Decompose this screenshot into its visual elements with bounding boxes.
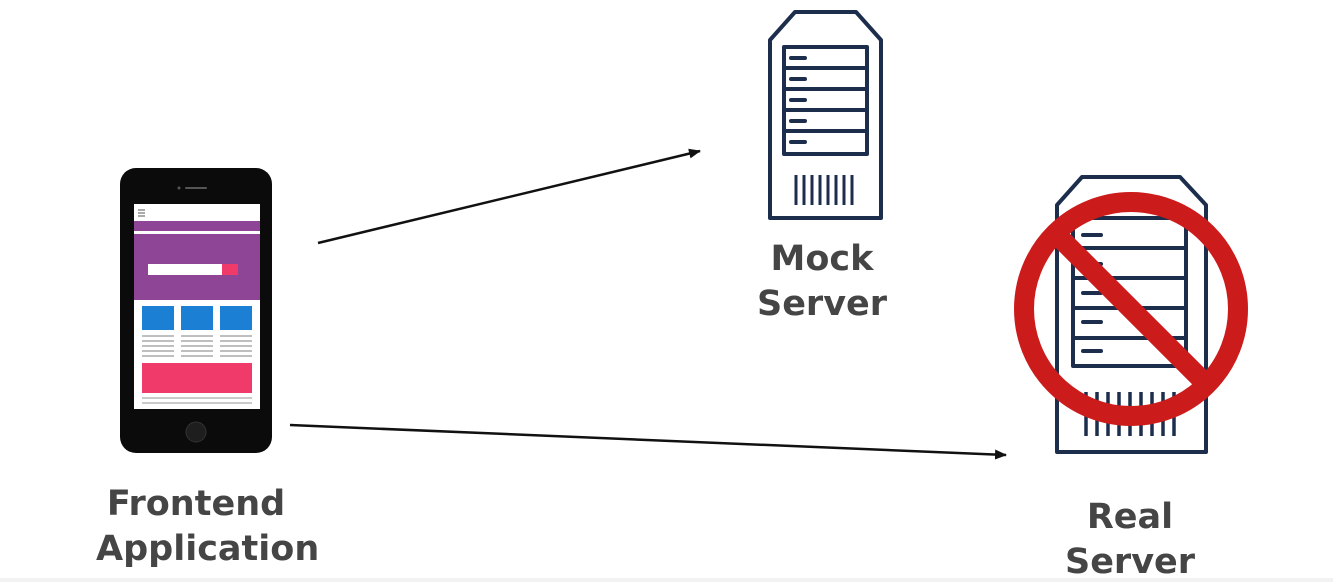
frontend-label-line1: Frontend bbox=[106, 484, 286, 524]
bottom-edge bbox=[0, 578, 1333, 582]
real-server-label-line2: Server bbox=[1064, 542, 1196, 582]
real-server-label-line1: Real bbox=[1086, 497, 1174, 537]
mock-server-label: Mock Server bbox=[722, 237, 922, 327]
mock-server-label-line2: Server bbox=[756, 284, 888, 324]
mock-server-label-line1: Mock bbox=[770, 239, 874, 279]
smartphone-icon bbox=[120, 168, 272, 453]
frontend-label: Frontend Application bbox=[96, 482, 320, 572]
arrow-to-mock-server bbox=[317, 148, 701, 245]
prohibited-icon bbox=[1014, 192, 1248, 426]
mock-server-icon bbox=[768, 10, 883, 220]
hamburger-icon bbox=[138, 209, 145, 217]
frontend-label-line2: Application bbox=[96, 529, 320, 569]
real-server-label: Real Server bbox=[1030, 495, 1230, 585]
arrow-to-real-server bbox=[289, 423, 1007, 460]
